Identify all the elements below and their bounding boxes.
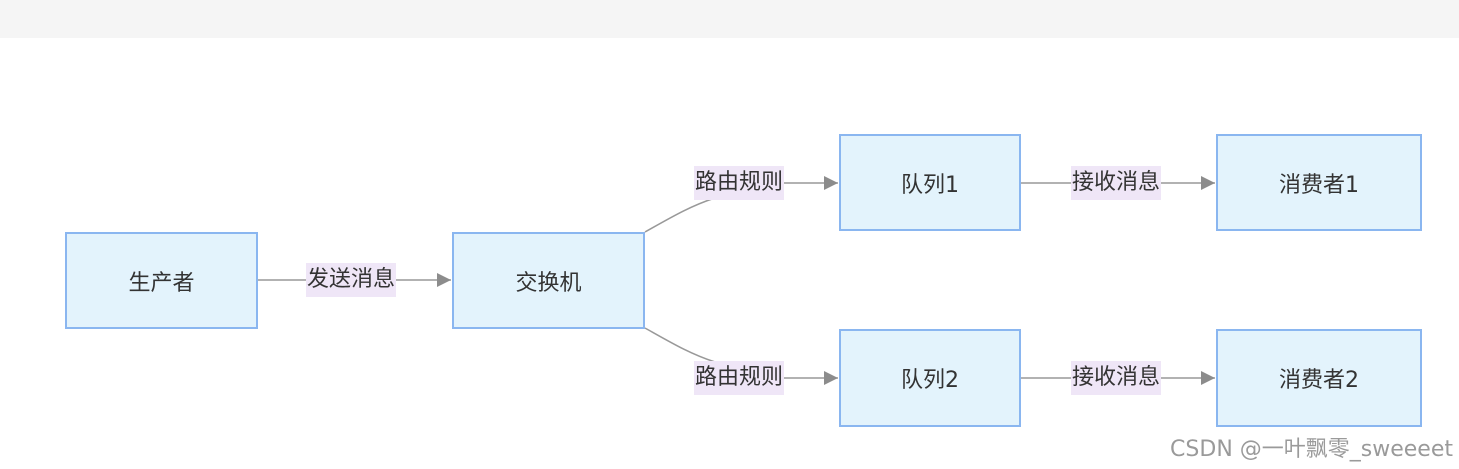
node-queue1-label: 队列1 bbox=[901, 172, 959, 198]
node-consumer2-label: 消费者2 bbox=[1279, 368, 1359, 393]
node-queue2[interactable]: 队列2 bbox=[839, 329, 1021, 427]
edge-label-receive1: 接收消息 bbox=[1071, 166, 1162, 200]
top-bar bbox=[0, 0, 1459, 38]
edge-label-route2: 路由规则 bbox=[694, 361, 785, 395]
watermark-text: CSDN @一叶飘零_sweeeet bbox=[1170, 437, 1453, 462]
edge-label-route1: 路由规则 bbox=[694, 166, 785, 200]
node-producer[interactable]: 生产者 bbox=[65, 232, 258, 329]
node-consumer2[interactable]: 消费者2 bbox=[1216, 329, 1422, 427]
node-producer-label: 生产者 bbox=[128, 270, 195, 296]
node-exchange[interactable]: 交换机 bbox=[452, 232, 645, 329]
node-consumer1[interactable]: 消费者1 bbox=[1216, 134, 1422, 231]
node-exchange-label: 交换机 bbox=[515, 270, 582, 296]
node-queue2-label: 队列2 bbox=[901, 368, 959, 393]
node-consumer1-label: 消费者1 bbox=[1279, 172, 1359, 198]
edge-label-receive2: 接收消息 bbox=[1071, 361, 1162, 395]
node-queue1[interactable]: 队列1 bbox=[839, 134, 1021, 231]
edge-label-send: 发送消息 bbox=[306, 263, 397, 297]
